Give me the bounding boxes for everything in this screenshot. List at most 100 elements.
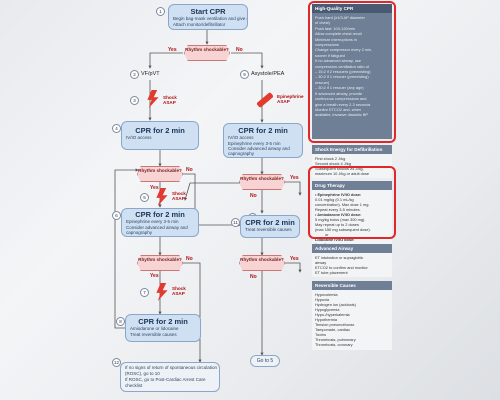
cpr-box-11-bullet-1: Treat reversible causes [245,227,292,232]
rosc-bullet-1: If no signs of return of spontaneous cir… [125,365,218,376]
hq-line: available, invasive diastolic BP [315,112,368,118]
start-cpr-bullet-1: Begin bag-mask ventilation and give oxyg… [173,16,247,21]
shock-line: First shock 2 J/kg [315,156,346,161]
drug-line: • Epinephrine IV/IO dose: [315,192,362,197]
start-cpr-title: Start CPR [190,7,226,16]
shock-line: Second shock 4 J/kg [315,161,351,166]
shock-bolt-icon [156,188,168,206]
cpr-box-11: CPR for 2 min Treat reversible causes [240,215,300,238]
drug-line: Repeat every 3-5 minutes. [315,207,361,212]
start-cpr-bullet-2: Attach monitor/defibrillator [173,21,226,27]
drug-line: or [325,232,329,237]
advanced-airway-header: Advanced Airway [312,244,392,253]
hq-line: rescuer) [315,79,330,85]
decision-label: Rhythm shockable? [240,257,284,262]
decision1-yes: Yes [168,47,177,53]
shock-bolt-icon [156,283,168,301]
hq-line: Push fast: 100-120/min [315,25,356,31]
cause-line: Hypo-/hyperkalemia [315,312,350,317]
cpr-box-11-title: CPR for 2 min [245,218,295,227]
vf-pvt-label: VF/pVT [141,71,160,77]
step-number-1: 1 [156,7,165,16]
hq-line: Allow complete chest recoil [315,31,362,37]
hq-line: If advanced airway, provide [315,90,363,96]
cpr-box-8-bullet-1: Amiodarone or lidocaine [130,326,179,331]
drug-line: (max 150 mg subsequent dose). [315,227,371,232]
hq-line: – 15:2 if 2 rescuers (preexisting) [315,69,371,75]
decision-rhythm-shockable-right-a: Rhythm shockable? [239,174,285,190]
reversible-causes-body: Hypovolemia Hypoxia Hydrogen ion (acidos… [312,290,392,350]
shock-asap-label-2: Shock ASAP [172,191,186,201]
decision-label: Rhythm shockable? [185,47,229,52]
step-number-3: 3 [130,96,139,105]
cpr-box-4: CPR for 2 min IV/IO access [121,121,199,150]
drug-line: May repeat up to 2 doses [315,222,359,227]
decision-right-b-no: No [250,274,257,280]
airway-line: ET intubation or supraglottic [315,255,364,260]
step-number-8: 8 [116,317,125,326]
drug-line: concentration). Max dose 1 mg. [315,202,370,207]
airway-line: ET tube placement [315,270,348,275]
shock-line: maximum 10 J/kg or adult dose [315,171,370,176]
cpr-box-8: CPR for 2 min Amiodarone or lidocaine Tr… [125,314,201,342]
goto-5-label: Go to 5 [256,358,274,364]
drug-therapy-header: Drug Therapy [312,181,392,190]
decision-right-a-no: No [250,193,257,199]
decision-rhythm-shockable-1: Rhythm shockable? [184,45,230,61]
cpr-box-6-bullet-2: Consider advanced airway and capnography [126,224,188,235]
shock-energy-header: Shock Energy for Defibrillation [312,145,392,154]
rosc-bullet-2: If ROSC, go to Post-Cardiac Arrest Care … [125,377,206,388]
cpr-box-6: CPR for 2 min Epinephrine every 3-5 min … [121,208,199,237]
goto-5-box: Go to 5 [250,355,280,367]
cpr-box-9: CPR for 2 min IV/IO access Epinephrine e… [223,123,303,158]
cpr-box-9-bullet-2: Epinephrine every 3-5 min [228,140,281,146]
hq-line: continuous compressions and [315,96,367,102]
hq-line: give a breath every 2-3 seconds [315,101,371,107]
step-number-5: 5 [140,193,149,202]
hq-line: – 30:2 if 1 rescuer (preexisting) [315,74,369,80]
drug-line: • Amiodarone IV/IO dose: [315,212,362,217]
cause-line: Hydrogen ion (acidosis) [315,302,356,307]
hq-line: sooner if fatigued [315,52,345,58]
shock-line: Subsequent shocks ≥4 J/kg, [315,166,364,171]
decision-rhythm-shockable-right-b: Rhythm shockable? [239,255,285,271]
shock-bolt-icon [147,90,159,108]
cause-line: Tamponade, cardiac [315,327,351,332]
hq-line: of chest) [315,20,330,26]
cpr-box-6-bullet-1: Epinephrine every 3-5 min [126,219,179,224]
hq-line: Minimize interruptions in [315,36,357,42]
hq-line: compressions [315,42,340,48]
cpr-box-4-bullet-1: IV/IO access [126,135,152,140]
step-number-12: 12 [112,358,121,367]
cause-line: Hypoxia [315,297,330,302]
step-number-6: 6 [112,211,121,220]
drug-line: 5 mg/kg bolus (max 300 mg). [315,217,366,222]
start-cpr-box: Start CPR Begin bag-mask ventilation and… [168,4,248,30]
epinephrine-asap-label: Epinephrine ASAP [277,94,304,104]
cause-line: Thrombosis, coronary [315,342,353,347]
drug-line: 0.01 mg/kg (0.1 mL/kg [315,197,354,202]
shock-asap-label-3: Shock ASAP [172,286,186,296]
hq-line: compression-ventilation ratio of [315,63,369,69]
asystole-pea-label: Asystole/PEA [251,71,285,77]
cause-line: Hypothermia [315,317,338,322]
rosc-box-12: If no signs of return of spontaneous cir… [120,362,220,392]
decision-left-b-no: No [186,256,193,262]
highlight-frame-hq-cpr [308,1,396,143]
decision-left-a-no: No [186,167,193,173]
decision-left-b-yes: Yes [150,273,159,279]
decision-right-a-yes: Yes [290,175,299,181]
cause-line: Hypovolemia [315,292,338,297]
hq-line: Change compressor every 2 min, [315,47,373,53]
cause-line: Toxins [315,332,327,337]
shock-asap-label-1: Shock ASAP [163,95,177,105]
cpr-box-8-title: CPR for 2 min [138,317,188,326]
decision-right-b-yes: Yes [290,256,299,262]
cause-line: Hypoglycemia [315,307,340,312]
cpr-box-6-title: CPR for 2 min [135,210,185,219]
hq-line: Push hard (≥1/3 AP diameter [315,15,365,20]
decision-shape [239,255,285,271]
decision-rhythm-shockable-left-b: Rhythm shockable? [137,255,183,271]
step-number-7: 7 [140,288,149,297]
